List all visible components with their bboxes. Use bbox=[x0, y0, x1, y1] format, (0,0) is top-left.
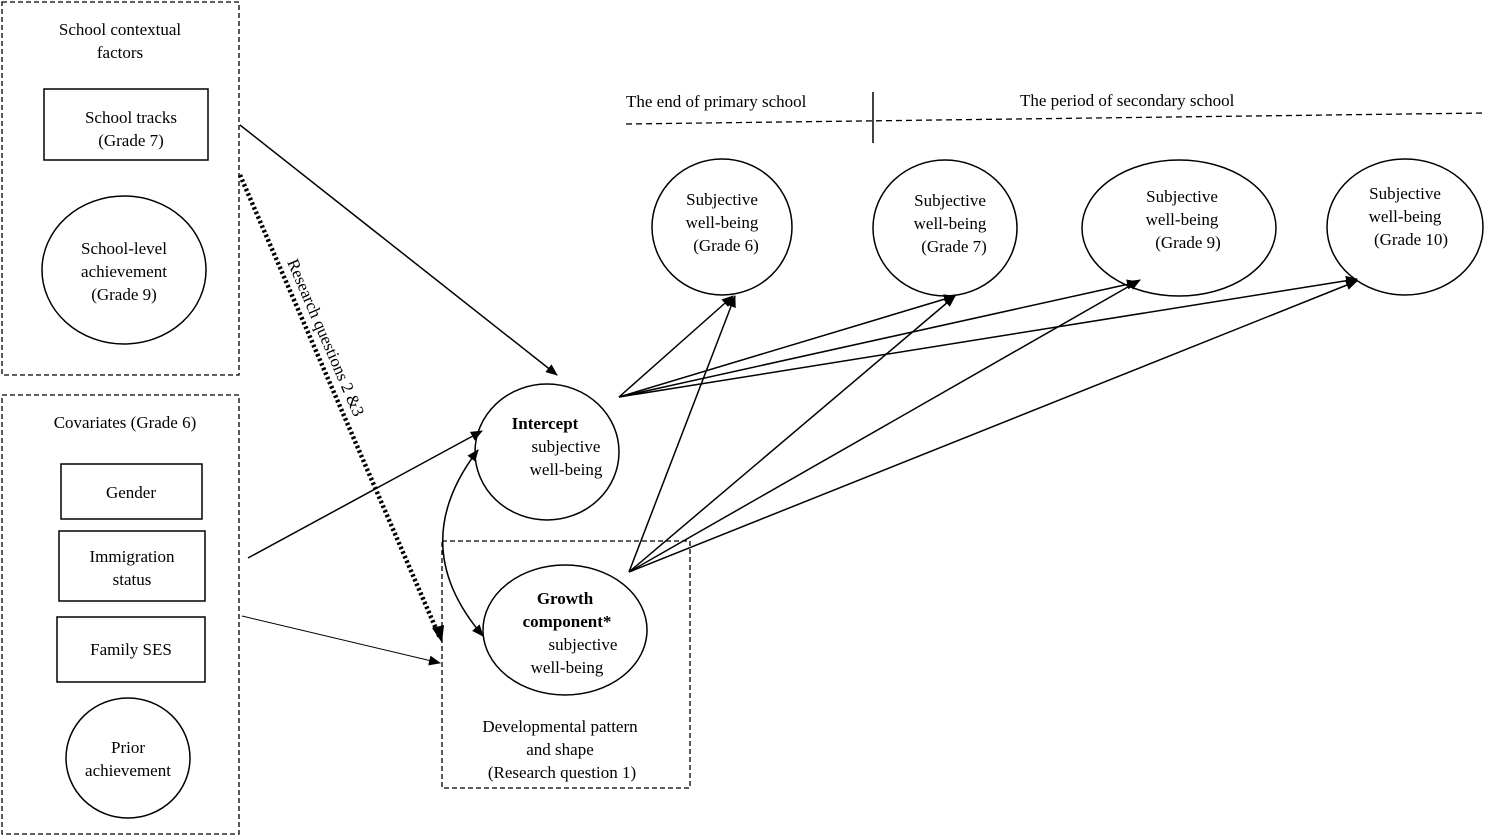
timeline-dashed-line bbox=[625, 112, 1486, 125]
timeline-secondary-label: The period of secondary school bbox=[1020, 91, 1235, 110]
covariates-title: Covariates (Grade 6) bbox=[54, 413, 197, 432]
outcome-grade9-label-1: Subjective bbox=[1146, 187, 1218, 206]
school-context-title-2: factors bbox=[97, 43, 143, 62]
school-tracks-box bbox=[43, 88, 209, 161]
outcome-grade7-label-3: (Grade 7) bbox=[921, 237, 987, 256]
growth-label-3: subjective bbox=[549, 635, 618, 654]
developmental-label-2: and shape bbox=[526, 740, 594, 759]
growth-label-2: component* bbox=[523, 612, 612, 631]
arrow-intercept-to-grade10 bbox=[618, 275, 1358, 398]
outcome-grade7-label-2: well-being bbox=[914, 214, 987, 233]
outcome-grade9-label-2: well-being bbox=[1146, 210, 1219, 229]
outcome-grade7-label-1: Subjective bbox=[914, 191, 986, 210]
arrow-growth-to-grade9 bbox=[628, 279, 1141, 573]
outcome-grade6-label-3: (Grade 6) bbox=[693, 236, 759, 255]
outcome-grade10-label-1: Subjective bbox=[1369, 184, 1441, 203]
family-ses-box bbox=[56, 616, 206, 683]
intercept-label-2: subjective bbox=[532, 437, 601, 456]
immigration-box bbox=[58, 530, 206, 602]
arrow-intercept-to-grade7 bbox=[618, 294, 956, 398]
prior-achievement-label-1: Prior bbox=[111, 738, 145, 757]
immigration-label-1: Immigration bbox=[90, 547, 175, 566]
arrow-intercept-to-grade9 bbox=[618, 279, 1139, 398]
gender-label: Gender bbox=[106, 483, 156, 502]
school-tracks-label-2: (Grade 7) bbox=[98, 131, 164, 150]
arrow-research-questions-head bbox=[432, 625, 444, 643]
prior-achievement-label-2: achievement bbox=[85, 761, 171, 780]
outcome-grade9-label-3: (Grade 9) bbox=[1155, 233, 1221, 252]
outcome-grade6-node bbox=[651, 158, 793, 296]
intercept-label-3: well-being bbox=[530, 460, 603, 479]
outcome-grade6-label-1: Subjective bbox=[686, 190, 758, 209]
school-achievement-label-3: (Grade 9) bbox=[91, 285, 157, 304]
outcome-grade10-node bbox=[1326, 158, 1484, 296]
intercept-label-1: Intercept bbox=[512, 414, 579, 433]
school-tracks-label-1: School tracks bbox=[85, 108, 177, 127]
developmental-group bbox=[441, 540, 691, 789]
outcome-grade10-label-2: well-being bbox=[1369, 207, 1442, 226]
prior-achievement-node bbox=[65, 697, 191, 819]
growth-label-1: Growth bbox=[537, 589, 594, 608]
arrow-intercept-growth-covariance bbox=[442, 449, 484, 637]
research-questions-label: Research questions 2 &3 bbox=[283, 256, 368, 419]
arrow-research-questions bbox=[237, 174, 443, 639]
outcome-grade10-label-3: (Grade 10) bbox=[1374, 230, 1448, 249]
school-context-title-1: School contextual bbox=[59, 20, 182, 39]
covariates-group bbox=[1, 394, 240, 835]
developmental-label-3: (Research question 1) bbox=[488, 763, 636, 782]
arrow-growth-to-grade7 bbox=[628, 295, 956, 573]
developmental-label-1: Developmental pattern bbox=[482, 717, 638, 736]
arrow-growth-to-grade6 bbox=[628, 295, 736, 573]
school-achievement-label-1: School-level bbox=[81, 239, 167, 258]
school-context-group bbox=[1, 1, 240, 376]
school-achievement-label-2: achievement bbox=[81, 262, 167, 281]
arrow-growth-to-grade10 bbox=[628, 280, 1358, 573]
school-achievement-node bbox=[41, 195, 207, 345]
arrow-intercept-to-grade6 bbox=[618, 295, 734, 398]
outcome-grade9-node bbox=[1081, 159, 1277, 297]
immigration-label-2: status bbox=[113, 570, 152, 589]
arrow-school-tracks-to-intercept bbox=[239, 124, 558, 376]
outcome-grade6-label-2: well-being bbox=[686, 213, 759, 232]
growth-label-4: well-being bbox=[531, 658, 604, 677]
arrow-covariates-to-intercept bbox=[247, 430, 483, 559]
gender-box bbox=[60, 463, 203, 520]
timeline-primary-label: The end of primary school bbox=[626, 92, 807, 111]
family-ses-label: Family SES bbox=[90, 640, 172, 659]
arrow-covariates-to-growth bbox=[241, 615, 441, 666]
